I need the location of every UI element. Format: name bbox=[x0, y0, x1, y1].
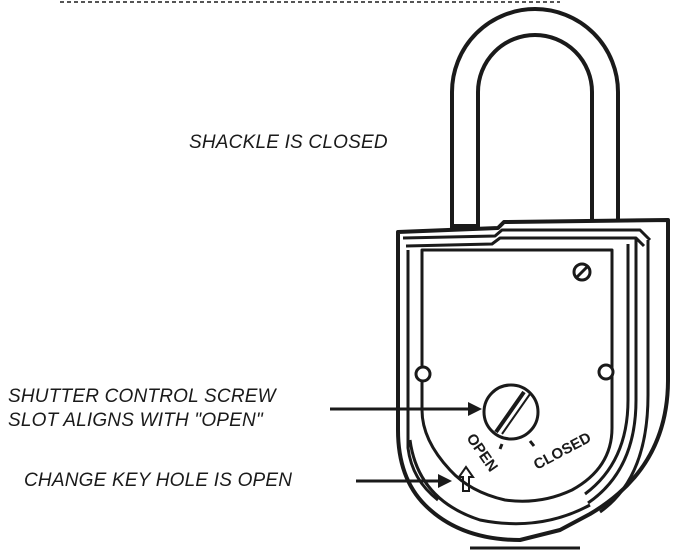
shutter-control-screw-icon bbox=[482, 383, 540, 441]
rivet-left-icon bbox=[414, 365, 432, 383]
leader-arrow-screw bbox=[330, 402, 482, 416]
change-key-hole-arrow-icon bbox=[457, 465, 475, 492]
closed-tick-mark bbox=[528, 440, 536, 447]
corner-screw-icon bbox=[572, 262, 592, 282]
lock-body bbox=[396, 218, 670, 542]
shackle-closed-label: SHACKLE IS CLOSED bbox=[189, 132, 388, 153]
shutter-screw-label-line1: SHUTTER CONTROL SCREW bbox=[8, 386, 276, 407]
rivet-right-icon bbox=[597, 363, 615, 381]
shutter-screw-label-line2: SLOT ALIGNS WITH "OPEN" bbox=[8, 410, 263, 431]
shackle bbox=[450, 7, 620, 228]
change-key-hole-label: CHANGE KEY HOLE IS OPEN bbox=[24, 470, 293, 491]
open-tick-mark bbox=[498, 443, 504, 450]
leader-arrow-keyhole bbox=[356, 474, 452, 488]
